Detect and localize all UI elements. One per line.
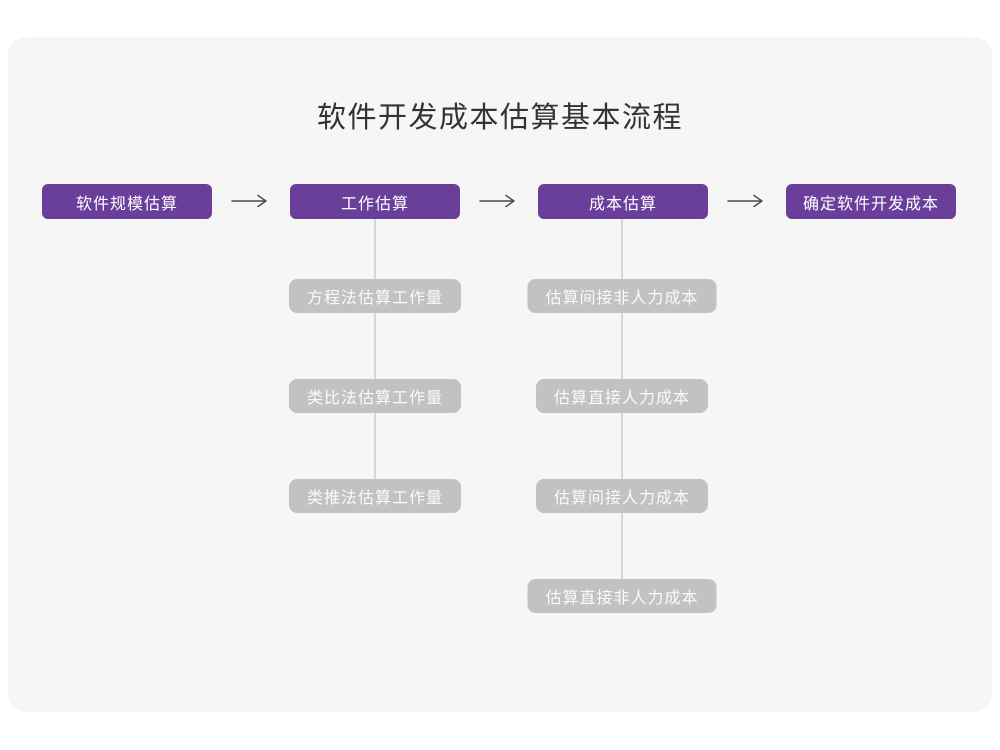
cost-substep-direct-nonlabor: 估算直接非人力成本 [527, 579, 717, 613]
substep-label: 估算间接非人力成本 [545, 290, 699, 307]
flow-step-label: 工作估算 [340, 195, 409, 213]
substep-label: 方程法估算工作量 [306, 290, 444, 307]
work-substep-analogy-method: 类比法估算工作量 [288, 379, 462, 413]
connector-line-work-column [374, 219, 376, 496]
substep-label: 类推法估算工作量 [306, 490, 444, 507]
right-arrow-icon [479, 194, 517, 208]
right-arrow-icon [727, 194, 765, 208]
work-substep-extrapolation-method: 类推法估算工作量 [288, 479, 462, 513]
work-substep-equation-method: 方程法估算工作量 [288, 279, 462, 313]
cost-substep-direct-labor: 估算直接人力成本 [535, 379, 709, 413]
substep-label: 估算间接人力成本 [553, 490, 691, 507]
flow-step-work-estimation: 工作估算 [290, 184, 460, 219]
substep-label: 估算直接非人力成本 [545, 590, 699, 607]
flow-step-software-scale-estimation: 软件规模估算 [42, 184, 212, 219]
page-title: 软件开发成本估算基本流程 [316, 102, 683, 134]
flow-step-label: 成本估算 [588, 195, 657, 213]
flow-step-label: 软件规模估算 [75, 195, 178, 213]
right-arrow-icon [231, 194, 269, 208]
cost-substep-indirect-nonlabor: 估算间接非人力成本 [527, 279, 717, 313]
flow-step-cost-estimation: 成本估算 [538, 184, 708, 219]
substep-label: 类比法估算工作量 [306, 390, 444, 407]
flow-step-determine-software-dev-cost: 确定软件开发成本 [786, 184, 956, 219]
cost-substep-indirect-labor: 估算间接人力成本 [535, 479, 709, 513]
diagram-card [8, 37, 992, 712]
substep-label: 估算直接人力成本 [553, 390, 691, 407]
flow-step-label: 确定软件开发成本 [802, 195, 939, 213]
